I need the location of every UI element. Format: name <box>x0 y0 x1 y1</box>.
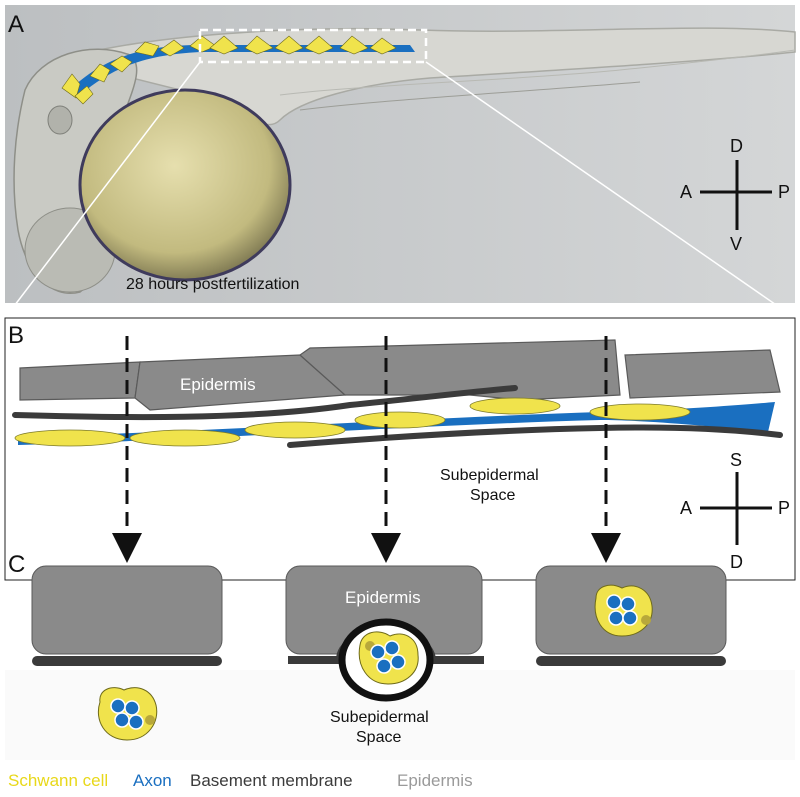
epidermis-label-c: Epidermis <box>345 588 421 607</box>
schwann-cell <box>244 421 346 439</box>
zoom-line-left <box>4 61 201 319</box>
schwann-cell <box>589 403 691 421</box>
schwann-cell <box>274 35 304 55</box>
axon <box>390 654 406 670</box>
schwann-cells-b <box>14 397 691 447</box>
schwann-cell <box>129 429 241 447</box>
schwann-cell <box>304 35 334 55</box>
legend: Schwann cell Axon Basement membrane Epid… <box>8 771 473 790</box>
nucleus <box>641 615 651 625</box>
compass-a-top: D <box>730 136 743 156</box>
axon-bundle <box>606 594 638 626</box>
zoom-line-right <box>425 61 796 319</box>
cross-section-2: Epidermis Subepidermal Space <box>285 565 484 746</box>
axon <box>124 700 140 716</box>
yolk-sac <box>78 88 292 282</box>
axon <box>620 596 636 612</box>
panel-b-letter: B <box>8 322 24 349</box>
legend-basement-membrane: Basement membrane <box>190 771 353 790</box>
basement-membrane-lower <box>287 424 783 448</box>
legend-epidermis: Epidermis <box>397 771 473 790</box>
basement-membrane <box>32 656 222 666</box>
schwann-cell <box>134 41 160 57</box>
compass-a: D A P V <box>680 136 790 254</box>
schwann-cell <box>89 63 111 83</box>
section-arrows <box>112 336 621 563</box>
schwann-cell <box>14 429 126 447</box>
schwann-cell <box>74 85 94 105</box>
epidermal-cell <box>299 339 621 401</box>
axon <box>608 610 624 626</box>
compass-a-bottom: V <box>730 234 742 254</box>
schwann-cell <box>369 37 397 55</box>
compass-a-right: P <box>778 182 790 202</box>
schwann-cell <box>354 411 446 429</box>
legend-schwann: Schwann cell <box>8 771 108 790</box>
space-label-c-2: Space <box>356 729 401 746</box>
schwann-cell <box>469 397 561 415</box>
axon <box>370 644 386 660</box>
schwann-cell <box>339 35 369 55</box>
compass-b-right: P <box>778 498 790 518</box>
nucleus <box>145 715 155 725</box>
axon-bundle <box>110 698 144 730</box>
schwann-cell <box>61 73 81 99</box>
epidermal-cell <box>624 349 781 399</box>
schwann-cell <box>109 55 133 73</box>
stage-caption: 28 hours postfertilization <box>126 276 299 293</box>
space-label-c-1: Subepidermal <box>330 709 429 726</box>
tail-fin-edge <box>279 49 796 96</box>
axon <box>384 640 400 656</box>
cross-section-3 <box>535 565 727 666</box>
axon <box>606 594 622 610</box>
panel-a-letter: A <box>8 11 24 38</box>
legend-axon: Axon <box>133 771 172 790</box>
cross-section-1 <box>31 565 223 741</box>
panel-c: C Epidermis Subepidermal <box>5 551 795 760</box>
epidermis-label-b: Epidermis <box>180 375 256 394</box>
epidermal-cell <box>19 361 141 401</box>
epidermal-cell <box>134 354 347 411</box>
schwann-cell <box>244 35 274 55</box>
schwann-cell <box>209 35 239 55</box>
epidermis-block <box>31 565 223 655</box>
zoom-box <box>198 28 428 64</box>
axon <box>114 712 130 728</box>
basement-membrane-upper <box>12 385 518 421</box>
schwann-cell-section <box>358 631 419 685</box>
axon <box>622 610 638 626</box>
compass-b-bottom: D <box>730 552 743 572</box>
epidermis-cells-b <box>19 339 781 411</box>
basement-membrane <box>536 656 726 666</box>
panel-b: B Epidermis Subepidermal Space <box>4 317 796 581</box>
compass-b-left: A <box>680 498 692 518</box>
axon <box>376 658 392 674</box>
notochord-edge <box>299 81 641 111</box>
compass-a-left: A <box>680 182 692 202</box>
panel-c-letter: C <box>8 551 25 578</box>
schwann-cells-photo <box>61 35 397 105</box>
space-label-b-1: Subepidermal <box>440 467 539 484</box>
compass-b: S A P D <box>680 450 790 572</box>
axon-bundle <box>370 640 406 674</box>
space-label-b-2: Space <box>470 487 515 504</box>
panel-a: A 28 hours postfertilization D A P V <box>5 5 796 303</box>
schwann-cell-section <box>594 584 653 637</box>
schwann-cell <box>159 39 185 57</box>
axon <box>128 714 144 730</box>
axon <box>110 698 126 714</box>
otic-vesicle <box>47 105 73 135</box>
compass-b-top: S <box>730 450 742 470</box>
